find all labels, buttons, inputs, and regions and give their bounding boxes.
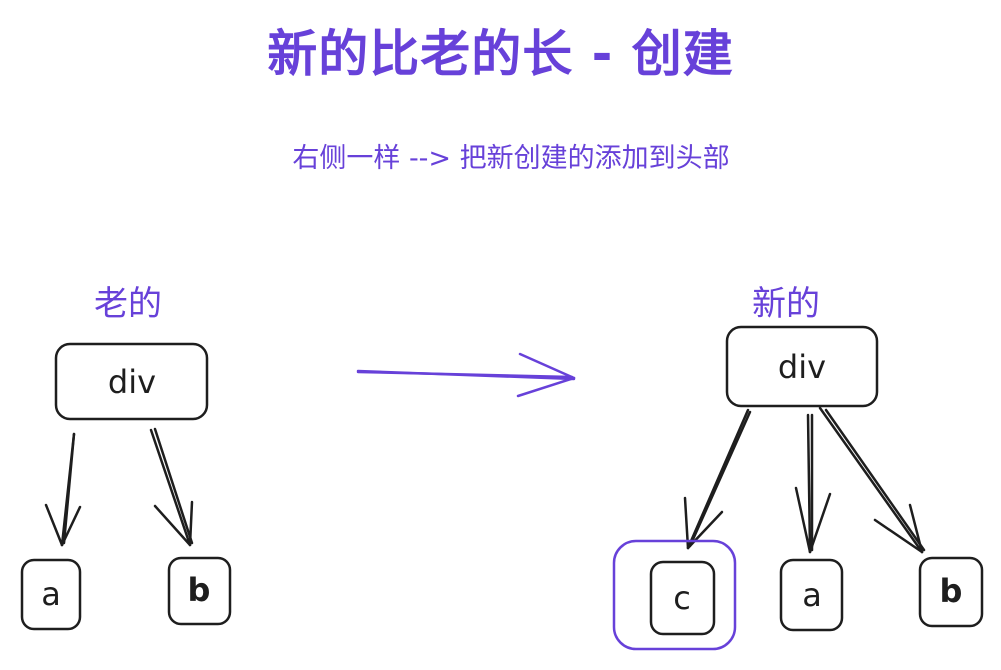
new-root-node [725,325,879,408]
old-edge-to-a [44,432,82,547]
old-child-node-b [167,556,232,626]
new-child-node-b [918,556,984,628]
page-title: 新的比老的长 - 创建 [267,25,734,83]
new-child-label-a: a [802,576,822,614]
new-node-highlight [612,539,737,651]
new-root-label: div [778,348,826,386]
old-root-node [54,342,209,421]
new-child-node-c [649,560,716,636]
new-edge-to-a [794,413,832,554]
old-child-label-b: b [188,571,211,609]
page-subtitle: 右侧一样 --> 把新创建的添加到头部 [292,143,730,174]
old-root-label: div [108,363,156,401]
old-tree-label: 老的 [94,284,162,324]
old-child-label-a: a [41,575,61,613]
old-edge-to-b [149,427,194,547]
new-edge-to-b [818,406,926,554]
new-child-node-a [779,558,844,632]
old-child-node-a [20,558,82,631]
transform-arrow [356,352,576,398]
new-edge-to-c [683,408,752,550]
new-child-label-c: c [673,579,691,617]
new-child-label-b: b [940,572,963,610]
new-tree-label: 新的 [752,284,820,324]
